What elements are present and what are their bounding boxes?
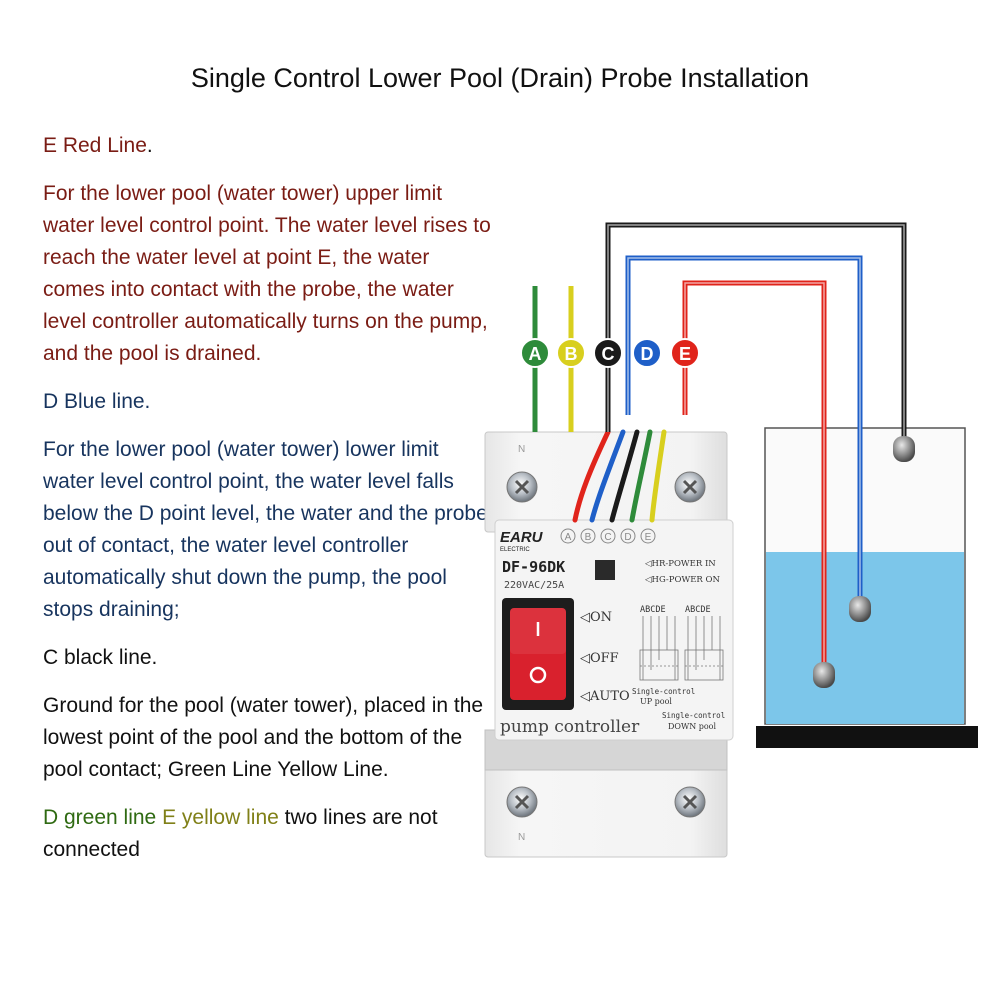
badge-e-letter: E (679, 344, 691, 364)
d-blue-line-description: For the lower pool (water tower) lower l… (43, 438, 488, 621)
switch-off-mark-icon (529, 666, 547, 684)
terminal-marker-c (600, 528, 616, 544)
rocker-switch[interactable] (502, 598, 574, 710)
controller-device: N N EARU ELECTRIC A B C D E DF-96DK 220V… (484, 431, 734, 858)
e-red-line-heading: E Red Line. (43, 130, 493, 162)
badge-d-letter: D (641, 344, 654, 364)
rocker-switch-paddle[interactable] (510, 608, 566, 700)
product-name-label: pump controller (500, 717, 640, 737)
terminal-letter-e: E (645, 532, 652, 543)
probe-d-icon (849, 596, 871, 622)
badge-e: E (670, 338, 700, 368)
screw-top-right (674, 471, 706, 503)
terminal-letter-d: D (624, 532, 631, 543)
model-number: DF-96DK (502, 558, 565, 576)
terminal-marker-b (580, 528, 596, 544)
switch-on-label: ◁ON (580, 610, 612, 625)
screw-top-left (506, 471, 538, 503)
status-led-window (595, 560, 615, 580)
c-black-line-description: Ground for the pool (water tower), place… (43, 694, 484, 781)
c-black-line-heading: C black line. (43, 646, 158, 669)
switch-auto-label: ◁AUTO (580, 689, 630, 704)
terminal-letter-b: B (585, 532, 592, 543)
badge-b-letter: B (565, 344, 578, 364)
mode-down-line2: DOWN pool (668, 722, 716, 731)
badge-b: B (556, 338, 586, 368)
terminal-letter-row: A B C D E (560, 528, 656, 544)
screw-bottom-left (506, 786, 538, 818)
badge-d: D (632, 338, 662, 368)
e-heading-period: . (146, 134, 153, 157)
mode-up-line2: UP pool (640, 697, 672, 706)
wire-badges: A B C D E (520, 338, 700, 368)
terminal-wire-black (609, 429, 640, 523)
yellow-line-note: E yellow line (162, 806, 279, 829)
wiring-diagram: N N EARU ELECTRIC A B C D E DF-96DK 220V… (484, 222, 978, 858)
badge-c: C (593, 338, 623, 368)
brand-logo: EARU (500, 529, 544, 546)
badge-c-letter: C (602, 344, 615, 364)
e-heading-text: E Red Line (43, 134, 147, 157)
tank-water (766, 552, 964, 724)
probe-e-icon (813, 662, 835, 688)
brand-subtitle: ELECTRIC (500, 547, 530, 553)
d-blue-line-heading: D Blue line. (43, 390, 151, 413)
rating-label: 220VAC/25A (504, 580, 564, 591)
terminal-letter-a: A (565, 532, 572, 543)
terminal-n-top-label: N (518, 444, 525, 455)
wire-bundle (572, 429, 667, 523)
terminal-wire-yellow (649, 429, 667, 523)
mode-down-line1: Single-control (662, 711, 725, 720)
badge-a-letter: A (529, 344, 542, 364)
terminal-wire-green (629, 429, 653, 523)
mini-schematic-icon (639, 616, 724, 681)
screw-bottom-right (674, 786, 706, 818)
terminal-n-bottom-label: N (518, 832, 525, 843)
probe-d (849, 596, 871, 622)
wiring-letters-left: ABCDE (640, 605, 666, 615)
terminal-wire-red (572, 429, 611, 523)
badge-a: A (520, 338, 550, 368)
tank-base (756, 726, 978, 748)
page-title: Single Control Lower Pool (Drain) Probe … (190, 63, 810, 93)
indicator-power-in: ◁HR-POWER IN (645, 559, 716, 569)
switch-off-label: ◁OFF (580, 651, 619, 666)
terminal-letter-c: C (604, 532, 611, 543)
terminal-wire-blue (589, 429, 626, 523)
probe-e (813, 662, 835, 688)
note-rest: two lines are not connected (43, 806, 438, 861)
mode-up-line1: Single-control (632, 687, 695, 696)
probe-c (893, 436, 915, 462)
indicator-power-on: ◁HG-POWER ON (645, 575, 720, 585)
wiring-letters-right: ABCDE (685, 605, 711, 615)
unconnected-lines-note: D green line E yellow line two lines are… (43, 802, 493, 866)
green-line-note: D green line (43, 806, 157, 829)
terminal-marker-a (560, 528, 576, 544)
instructions: E Red Line. For the lower pool (water to… (43, 130, 493, 882)
probe-c-icon (893, 436, 915, 462)
terminal-marker-e (640, 528, 656, 544)
terminal-marker-d (620, 528, 636, 544)
water-tank (756, 427, 978, 748)
e-red-line-description: For the lower pool (water tower) upper l… (43, 182, 491, 365)
